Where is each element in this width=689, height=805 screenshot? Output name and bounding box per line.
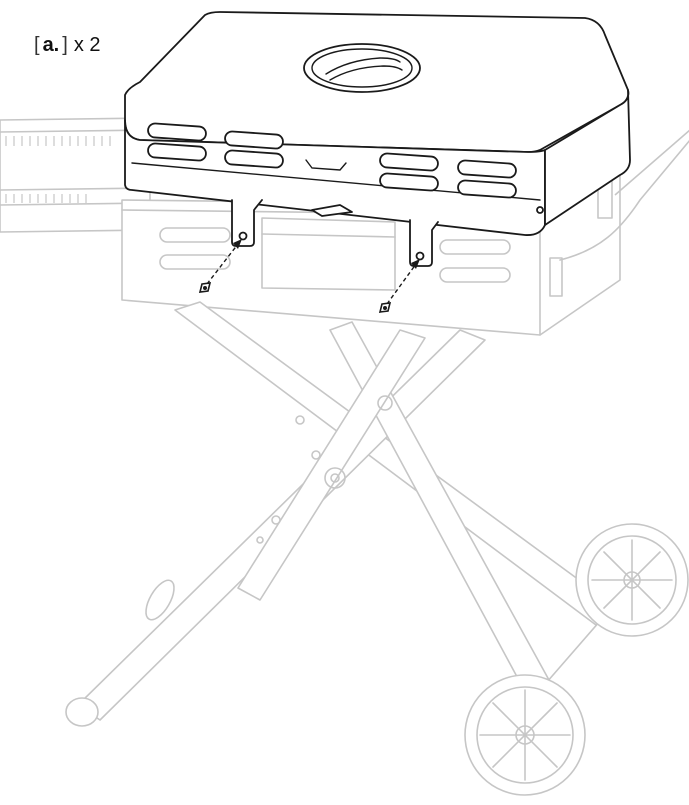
callout-bracket-close: ]	[62, 34, 68, 56]
wheels	[464, 523, 689, 796]
hinge-bracket-right	[409, 219, 439, 267]
folding-legs	[65, 301, 641, 727]
callout-quantity: x 2	[73, 34, 101, 56]
callout-part-letter: a.	[42, 34, 60, 56]
cart-body	[121, 129, 689, 336]
part-callout: [ a. ] x 2	[34, 34, 101, 57]
screw-a-left	[198, 239, 242, 293]
callout-bracket-open: [	[34, 34, 40, 56]
hinge-bracket-left	[231, 199, 263, 247]
griddle-lid	[124, 11, 631, 236]
screw-a-right	[378, 259, 420, 313]
center-latch	[311, 204, 353, 217]
front-wheel	[464, 674, 586, 796]
rear-wheel	[575, 523, 689, 637]
